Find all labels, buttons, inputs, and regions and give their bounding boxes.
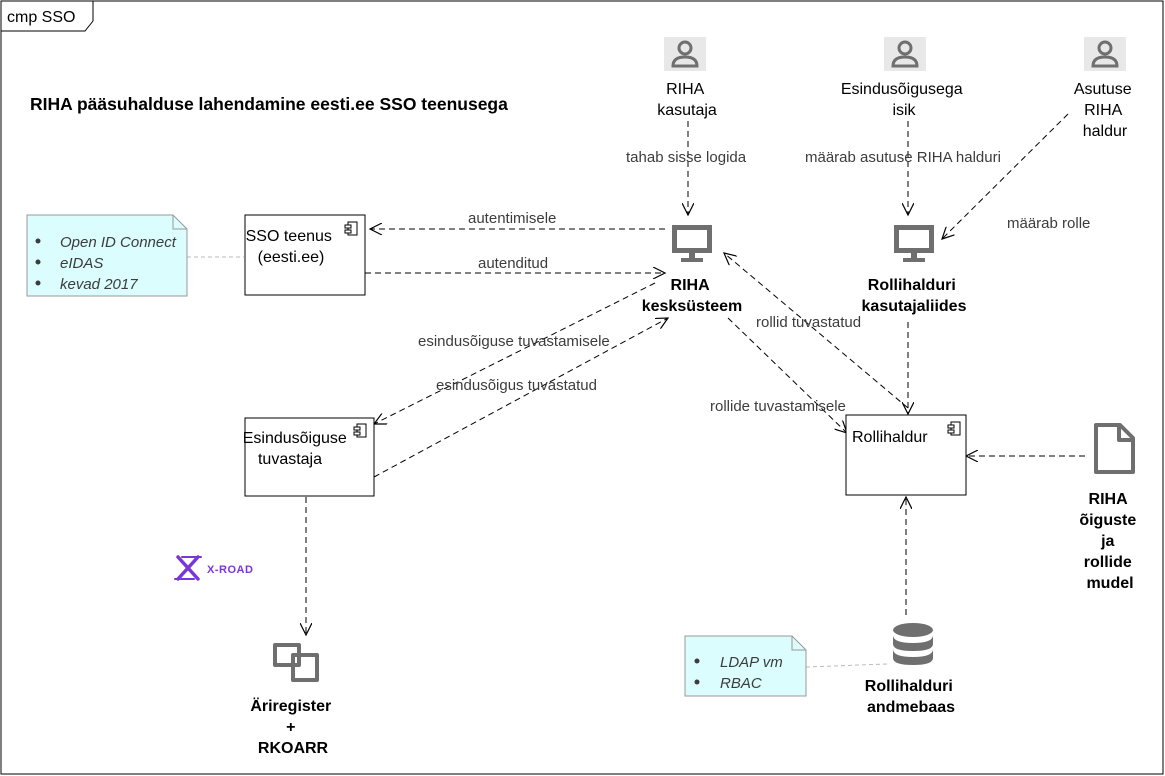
component-label: Esindusõiguse bbox=[243, 430, 347, 447]
edge-label: määrab asutuse RIHA halduri bbox=[805, 149, 1001, 166]
component-role-manager: Rollihaldur bbox=[845, 414, 967, 496]
node-label: andmebaas bbox=[867, 699, 955, 716]
actor-label: isik bbox=[892, 102, 916, 119]
xroad-logo: X-ROAD bbox=[174, 555, 253, 581]
node-label: ja bbox=[1100, 533, 1114, 550]
node-label: RIHA bbox=[1089, 491, 1129, 508]
svg-text:RIHA kesksüsteem: RIHA kesksüsteem bbox=[642, 277, 743, 315]
node-riha-core: RIHA kesksüsteem bbox=[642, 225, 743, 315]
svg-text:Äriregister + RKOA: Äriregister + RKOARR bbox=[250, 697, 335, 757]
edge-label: tahab sisse logida bbox=[626, 149, 747, 166]
node-label: õiguste bbox=[1079, 512, 1136, 529]
actor-label: RIHA bbox=[1084, 102, 1123, 119]
actor-label: Esindusõigusega bbox=[841, 81, 963, 98]
edge-label: määrab rolle bbox=[1007, 215, 1090, 232]
edge-label: rollide tuvastamisele bbox=[710, 398, 846, 415]
edge-roles-verified bbox=[724, 253, 909, 409]
actor-label: RIHA bbox=[666, 81, 705, 98]
svg-text:RIHA kasutaja: RIHA kasutaja bbox=[657, 81, 717, 119]
frame-label: cmp SSO bbox=[7, 9, 75, 26]
component-label: tuvastaja bbox=[258, 451, 322, 468]
actor-label: Asutuse bbox=[1074, 81, 1132, 98]
user-icon bbox=[891, 40, 919, 68]
node-label: rollide bbox=[1084, 554, 1132, 571]
edge-label: rollid tuvastatud bbox=[756, 314, 861, 331]
node-label: RIHA bbox=[671, 277, 711, 294]
node-label: kesksüsteem bbox=[642, 298, 743, 315]
note-item: LDAP vm bbox=[720, 654, 783, 671]
component-label: Rollihaldur bbox=[852, 429, 928, 446]
node-role-ui: Rollihalduri kasutajaliides bbox=[862, 225, 967, 315]
node-role-db: Rollihalduri andmebaas bbox=[865, 623, 957, 716]
frame-tab bbox=[0, 0, 94, 32]
document-icon bbox=[1094, 423, 1135, 474]
xroad-logo-text: X-ROAD bbox=[207, 564, 253, 576]
component-label: (eesti.ee) bbox=[258, 249, 325, 266]
svg-text:Rollihalduri kasutajalii: Rollihalduri kasutajaliides bbox=[862, 277, 967, 315]
database-icon bbox=[893, 623, 933, 665]
actor-admin: Asutuse RIHA haldur bbox=[1074, 37, 1136, 140]
node-business-registry: Äriregister + RKOARR bbox=[250, 643, 335, 757]
node-label: mudel bbox=[1086, 575, 1133, 592]
monitor-icon bbox=[894, 225, 934, 262]
svg-text:Open ID Connect eIDAS: Open ID Connect eIDAS kevad 2017 bbox=[60, 234, 180, 293]
component-icon bbox=[344, 221, 358, 236]
svg-text:Rollihalduri andmebaas: Rollihalduri andmebaas bbox=[865, 678, 957, 716]
note-item: RBAC bbox=[720, 675, 762, 692]
svg-text:Esindusõiguse tuvastaja: Esindusõiguse tuvastaja bbox=[243, 430, 352, 468]
note-sso: Open ID Connect eIDAS kevad 2017 bbox=[26, 214, 188, 297]
edge-rep-check-request bbox=[374, 282, 656, 424]
edge-label: autentimisele bbox=[468, 210, 556, 227]
svg-text:Asutuse RIHA haldu: Asutuse RIHA haldur bbox=[1074, 81, 1136, 140]
node-label: kasutajaliides bbox=[862, 298, 967, 315]
actor-label: kasutaja bbox=[657, 102, 717, 119]
svg-text:SSO teenus (eesti.ee): SSO teenus (eesti.ee) bbox=[246, 228, 337, 266]
svg-text:LDAP vm RBAC: LDAP vm RBAC bbox=[720, 654, 787, 692]
component-sso: SSO teenus (eesti.ee) bbox=[244, 214, 366, 296]
external-system-icon bbox=[273, 643, 319, 682]
note-item: kevad 2017 bbox=[60, 276, 138, 293]
monitor-icon bbox=[672, 225, 712, 262]
edge-role-check-request bbox=[727, 317, 847, 433]
user-icon bbox=[1091, 40, 1119, 68]
edge-label: esindusõigus tuvastatud bbox=[436, 377, 597, 394]
svg-text:Esindusõigusega isik: Esindusõigusega isik bbox=[841, 81, 967, 119]
node-label: Rollihalduri bbox=[868, 277, 956, 294]
component-label: SSO teenus bbox=[246, 228, 332, 245]
svg-text:RIHA õiguste ja: RIHA õiguste ja rollide mudel bbox=[1079, 491, 1140, 592]
note-item: Open ID Connect bbox=[60, 234, 177, 251]
node-label: + bbox=[286, 719, 295, 736]
node-label: Äriregister bbox=[250, 697, 331, 715]
node-rights-model: RIHA õiguste ja rollide mudel bbox=[1079, 423, 1140, 592]
node-label: RKOARR bbox=[258, 740, 329, 757]
component-rep-checker: Esindusõiguse tuvastaja bbox=[243, 417, 375, 497]
component-icon bbox=[353, 423, 367, 438]
component-icon bbox=[947, 421, 961, 436]
edge-label: autenditud bbox=[478, 255, 548, 272]
svg-text:Rollihaldur: Rollihaldur bbox=[852, 429, 928, 446]
user-icon bbox=[671, 40, 699, 68]
note-db: LDAP vm RBAC bbox=[684, 635, 807, 697]
diagram-title: RIHA pääsuhalduse lahendamine eesti.ee S… bbox=[30, 94, 508, 114]
xroad-logo-icon bbox=[174, 555, 202, 581]
note-item: eIDAS bbox=[60, 255, 103, 272]
actor-label: haldur bbox=[1083, 123, 1128, 140]
edge-rep-verified bbox=[373, 318, 668, 478]
node-label: Rollihalduri bbox=[865, 678, 953, 695]
actor-representative: Esindusõigusega isik bbox=[841, 37, 967, 119]
actor-riha-user: RIHA kasutaja bbox=[657, 37, 717, 119]
edge-label: esindusõiguse tuvastamisele bbox=[418, 333, 610, 350]
